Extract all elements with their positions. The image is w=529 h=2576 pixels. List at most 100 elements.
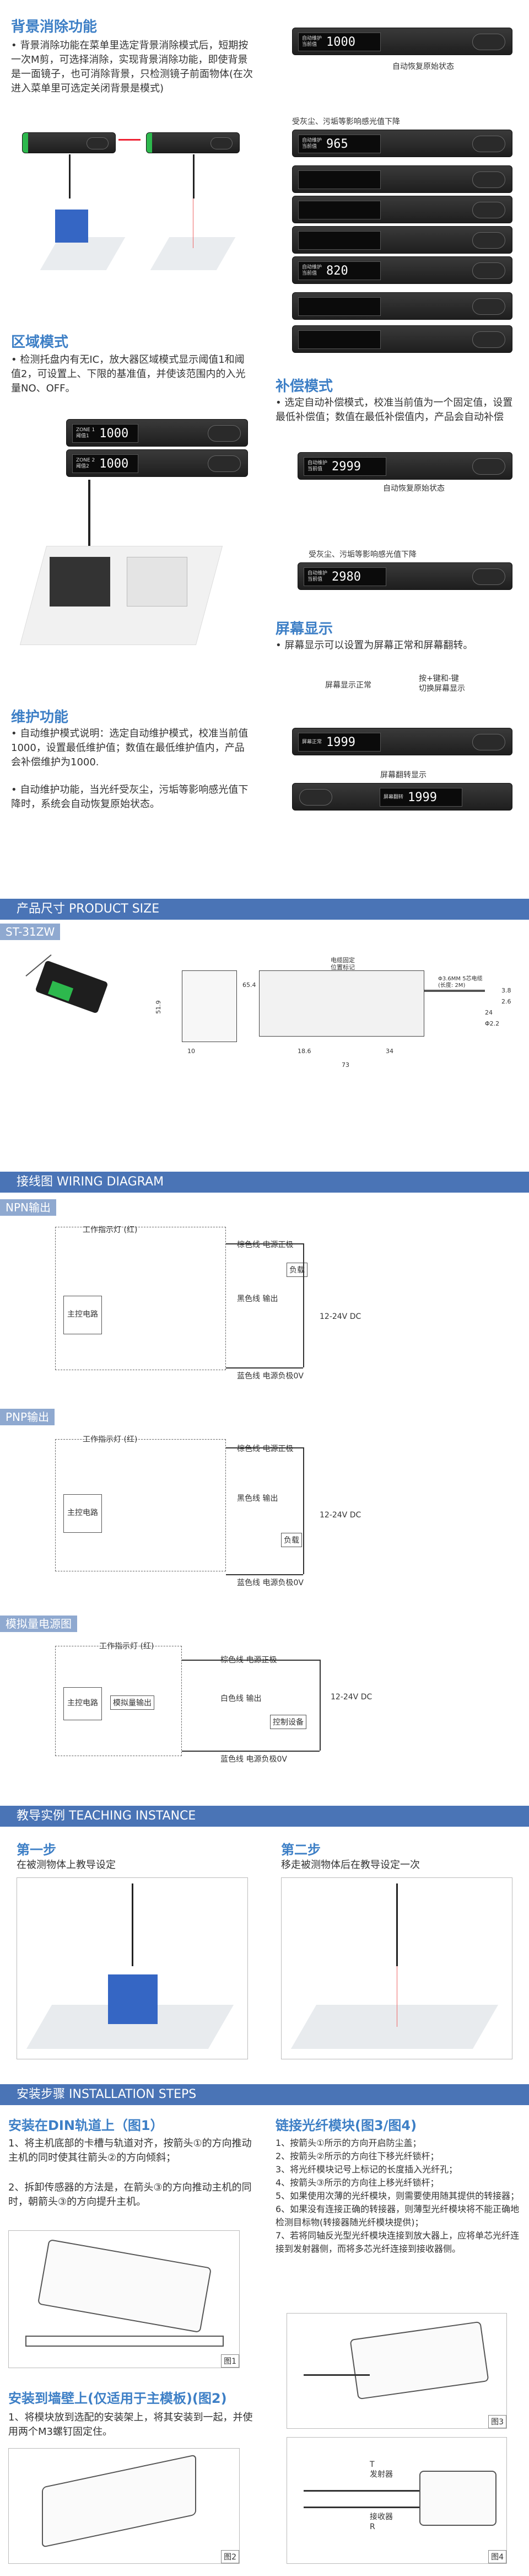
bg-text: • 背景消除功能在菜单里选定背景消除模式后，短期按一次M剪，可选择消除，实现背景… — [11, 40, 253, 94]
zone1-label: ZONE 1 阈值1 — [76, 427, 95, 439]
fig3-fiber — [304, 2374, 370, 2376]
pnp-volt: 12-24V DC — [320, 1511, 361, 1520]
fiber-step6: 6、如果没有连接正确的转接器，则薄型光纤模块将不能正确地检测目标物(转接器随光纤… — [276, 2204, 520, 2228]
maint-820-label: 自动维护 当前值 — [302, 265, 322, 276]
fiber-left — [69, 154, 71, 198]
comp-title: 补偿模式 — [276, 378, 333, 395]
comp-2999-label: 自动维护 当前值 — [307, 460, 328, 472]
dim-2-6: 2.6 — [501, 998, 511, 1005]
maint-b2-text: 自动维护功能，当光纤受灰尘，污垢等影响感光值下降时，系统会自动恢复原始状态。 — [11, 784, 249, 810]
maint-b1: • 自动维护模式说明：选定自动维护模式，校准当前值1000，设置最低维护值；数值… — [11, 728, 249, 768]
zone2-label: ZONE 2 阈值2 — [76, 458, 95, 469]
tray-slot-2 — [127, 557, 187, 607]
sensor-bg-off — [22, 132, 116, 153]
pnp-wire-top — [226, 1447, 303, 1448]
analog-wire-right — [320, 1660, 321, 1751]
fig4-fiber-t — [304, 2490, 419, 2492]
fig3-label: 图3 — [488, 2415, 506, 2428]
maint-820-value: 820 — [326, 264, 348, 278]
dim-65-4: 65.4 — [242, 981, 256, 989]
fig3-image: 图3 — [287, 2313, 507, 2429]
fiber-steps: 1、按箭头①所示的方向开启防尘盖； 2、按箭头②所示的方向往下移光纤锁杆； 3、… — [276, 2137, 523, 2256]
fig4-fiber-r — [304, 2507, 419, 2508]
fig4-tx: T 发射器 — [370, 2460, 393, 2479]
maint-title: 维护功能 — [11, 709, 69, 726]
fiber-step4: 4、按箭头③所示的方向往上移光纤锁杆； — [276, 2177, 439, 2188]
fig1-rail — [25, 2336, 224, 2347]
screen-cap-switch: 按+键和-键 切换屏幕显示 — [419, 674, 465, 693]
fig1-device — [37, 2239, 212, 2333]
screen-sensor-normal: 屏幕正常 1999 — [292, 728, 512, 755]
bg-text-body: 背景消除功能在菜单里选定背景消除模式后，短期按一次M剪，可选择消除，实现背景消除… — [11, 40, 253, 94]
maint-b1-text: 自动维护模式说明：选定自动维护模式，校准当前值1000，设置最低维护值；数值在最… — [11, 728, 249, 768]
npn-title: NPN输出 — [0, 1199, 56, 1216]
size-bar: 产品尺寸 PRODUCT SIZE — [0, 899, 529, 920]
tray-slot-1 — [50, 557, 110, 607]
pnp-indicator: 工作指示灯 (红) — [83, 1435, 138, 1444]
size-note-cable: Φ3.6MM 5芯电缆 (长度: 2M) — [438, 976, 483, 989]
npn-wire-right — [303, 1243, 304, 1367]
npn-brown: 棕色线 电源正极 — [237, 1241, 294, 1249]
fiber-step7: 7、若将同轴反光型光纤模块连接到放大器上，应将单芯光纤连接到发射器侧，而将多芯光… — [276, 2230, 520, 2254]
dim-18-6: 18.6 — [298, 1048, 311, 1055]
din-title: 安装在DIN轨道上（图1） — [8, 2118, 164, 2133]
size-note-cable-mark: 电缆固定 位置标记 — [331, 957, 355, 971]
pnp-black: 黑色线 输出 — [237, 1494, 278, 1503]
teach-s1-title: 第一步 — [17, 1842, 56, 1858]
screen-cap-normal: 屏幕显示正常 — [325, 681, 371, 690]
maint-main-label: 自动维护 当前值 — [302, 36, 322, 47]
comp-2999-value: 2999 — [332, 459, 361, 474]
zone1-value: 1000 — [99, 426, 129, 441]
comp-caption-restore: 自动恢复原始状态 — [383, 484, 445, 493]
teach-s2-image — [281, 1877, 512, 2059]
maint-main-value: 1000 — [326, 35, 355, 49]
dim-34: 34 — [386, 1048, 393, 1055]
analog-wire-top — [182, 1660, 320, 1661]
product-photo — [17, 954, 110, 1037]
screen-normal-label: 屏幕正常 — [302, 739, 322, 745]
analog-ctrl: 控制设备 — [270, 1715, 306, 1729]
maint-caption-dust: 受灰尘、污垢等影响感光值下降 — [292, 117, 400, 126]
maint-sensor-blank-4 — [292, 292, 512, 320]
fig2-label: 图2 — [221, 2550, 239, 2563]
dim-24: 24 — [485, 1009, 493, 1016]
teach-bar: 教导实例 TEACHING INSTANCE — [0, 1806, 529, 1827]
dim-51-9: 51.9 — [154, 1000, 162, 1014]
maint-caption-restore: 自动恢复原始状态 — [392, 62, 454, 71]
npn-load: 负载 — [287, 1263, 307, 1277]
fiber-step5: 5、如果使用次薄的光纤模块，则需要使用随其提供的转接器； — [276, 2191, 520, 2201]
fig1-image: 图1 — [8, 2230, 240, 2368]
pnp-load: 负载 — [281, 1533, 302, 1547]
analog-wire-bottom — [182, 1751, 320, 1752]
comp-2980-value: 2980 — [332, 570, 361, 584]
analog-main: 主控电路 — [63, 1687, 102, 1720]
sensor-zone1: ZONE 1 阈值1 1000 — [66, 419, 248, 447]
size-model: ST-31ZW — [0, 924, 61, 940]
teach-s2-text: 移走被测物体后在教导设定一次 — [281, 1859, 420, 1871]
screen-cap-flip: 屏幕翻转显示 — [380, 771, 427, 780]
teach-s1-text: 在被测物体上教导设定 — [17, 1859, 116, 1871]
fig1-label: 图1 — [221, 2354, 239, 2368]
zone-fiber — [88, 480, 90, 546]
fiber-step1: 1、按箭头①所示的方向开启防尘盖； — [276, 2138, 422, 2148]
maint-sensor-blank-2 — [292, 196, 512, 223]
screen-flip-value: 1999 — [408, 790, 437, 804]
front-view — [259, 970, 424, 1037]
comp-text-body: 选定自动补偿模式，校准当前值为一个固定值，设置最低补偿值；数值在最低补偿值内，产… — [276, 397, 513, 423]
maint-sensor-blank-1 — [292, 165, 512, 193]
pnp-wire-right — [303, 1447, 304, 1574]
screen-text: • 屏幕显示可以设置为屏幕正常和屏幕翻转。 — [276, 640, 473, 651]
teach-s2-fiber — [396, 1883, 398, 1966]
npn-black: 黑色线 输出 — [237, 1295, 278, 1303]
sensor-bg-on — [146, 132, 240, 153]
maint-sensor-blank-3 — [292, 226, 512, 254]
maint-sensor-820: 自动维护 当前值 820 — [292, 256, 512, 284]
pnp-brown: 棕色线 电源正极 — [237, 1445, 294, 1453]
fiber-step2: 2、按箭头②所示的方向往下移光纤锁杆； — [276, 2151, 439, 2161]
npn-volt: 12-24V DC — [320, 1312, 361, 1321]
screen-normal-value: 1999 — [326, 735, 355, 749]
analog-output-box: 模拟量输出 — [110, 1695, 154, 1710]
fiber-title: 链接光纤模块(图3/图4) — [276, 2118, 417, 2133]
fig3-device — [349, 2321, 489, 2400]
teach-s1-fiber — [132, 1883, 133, 1966]
